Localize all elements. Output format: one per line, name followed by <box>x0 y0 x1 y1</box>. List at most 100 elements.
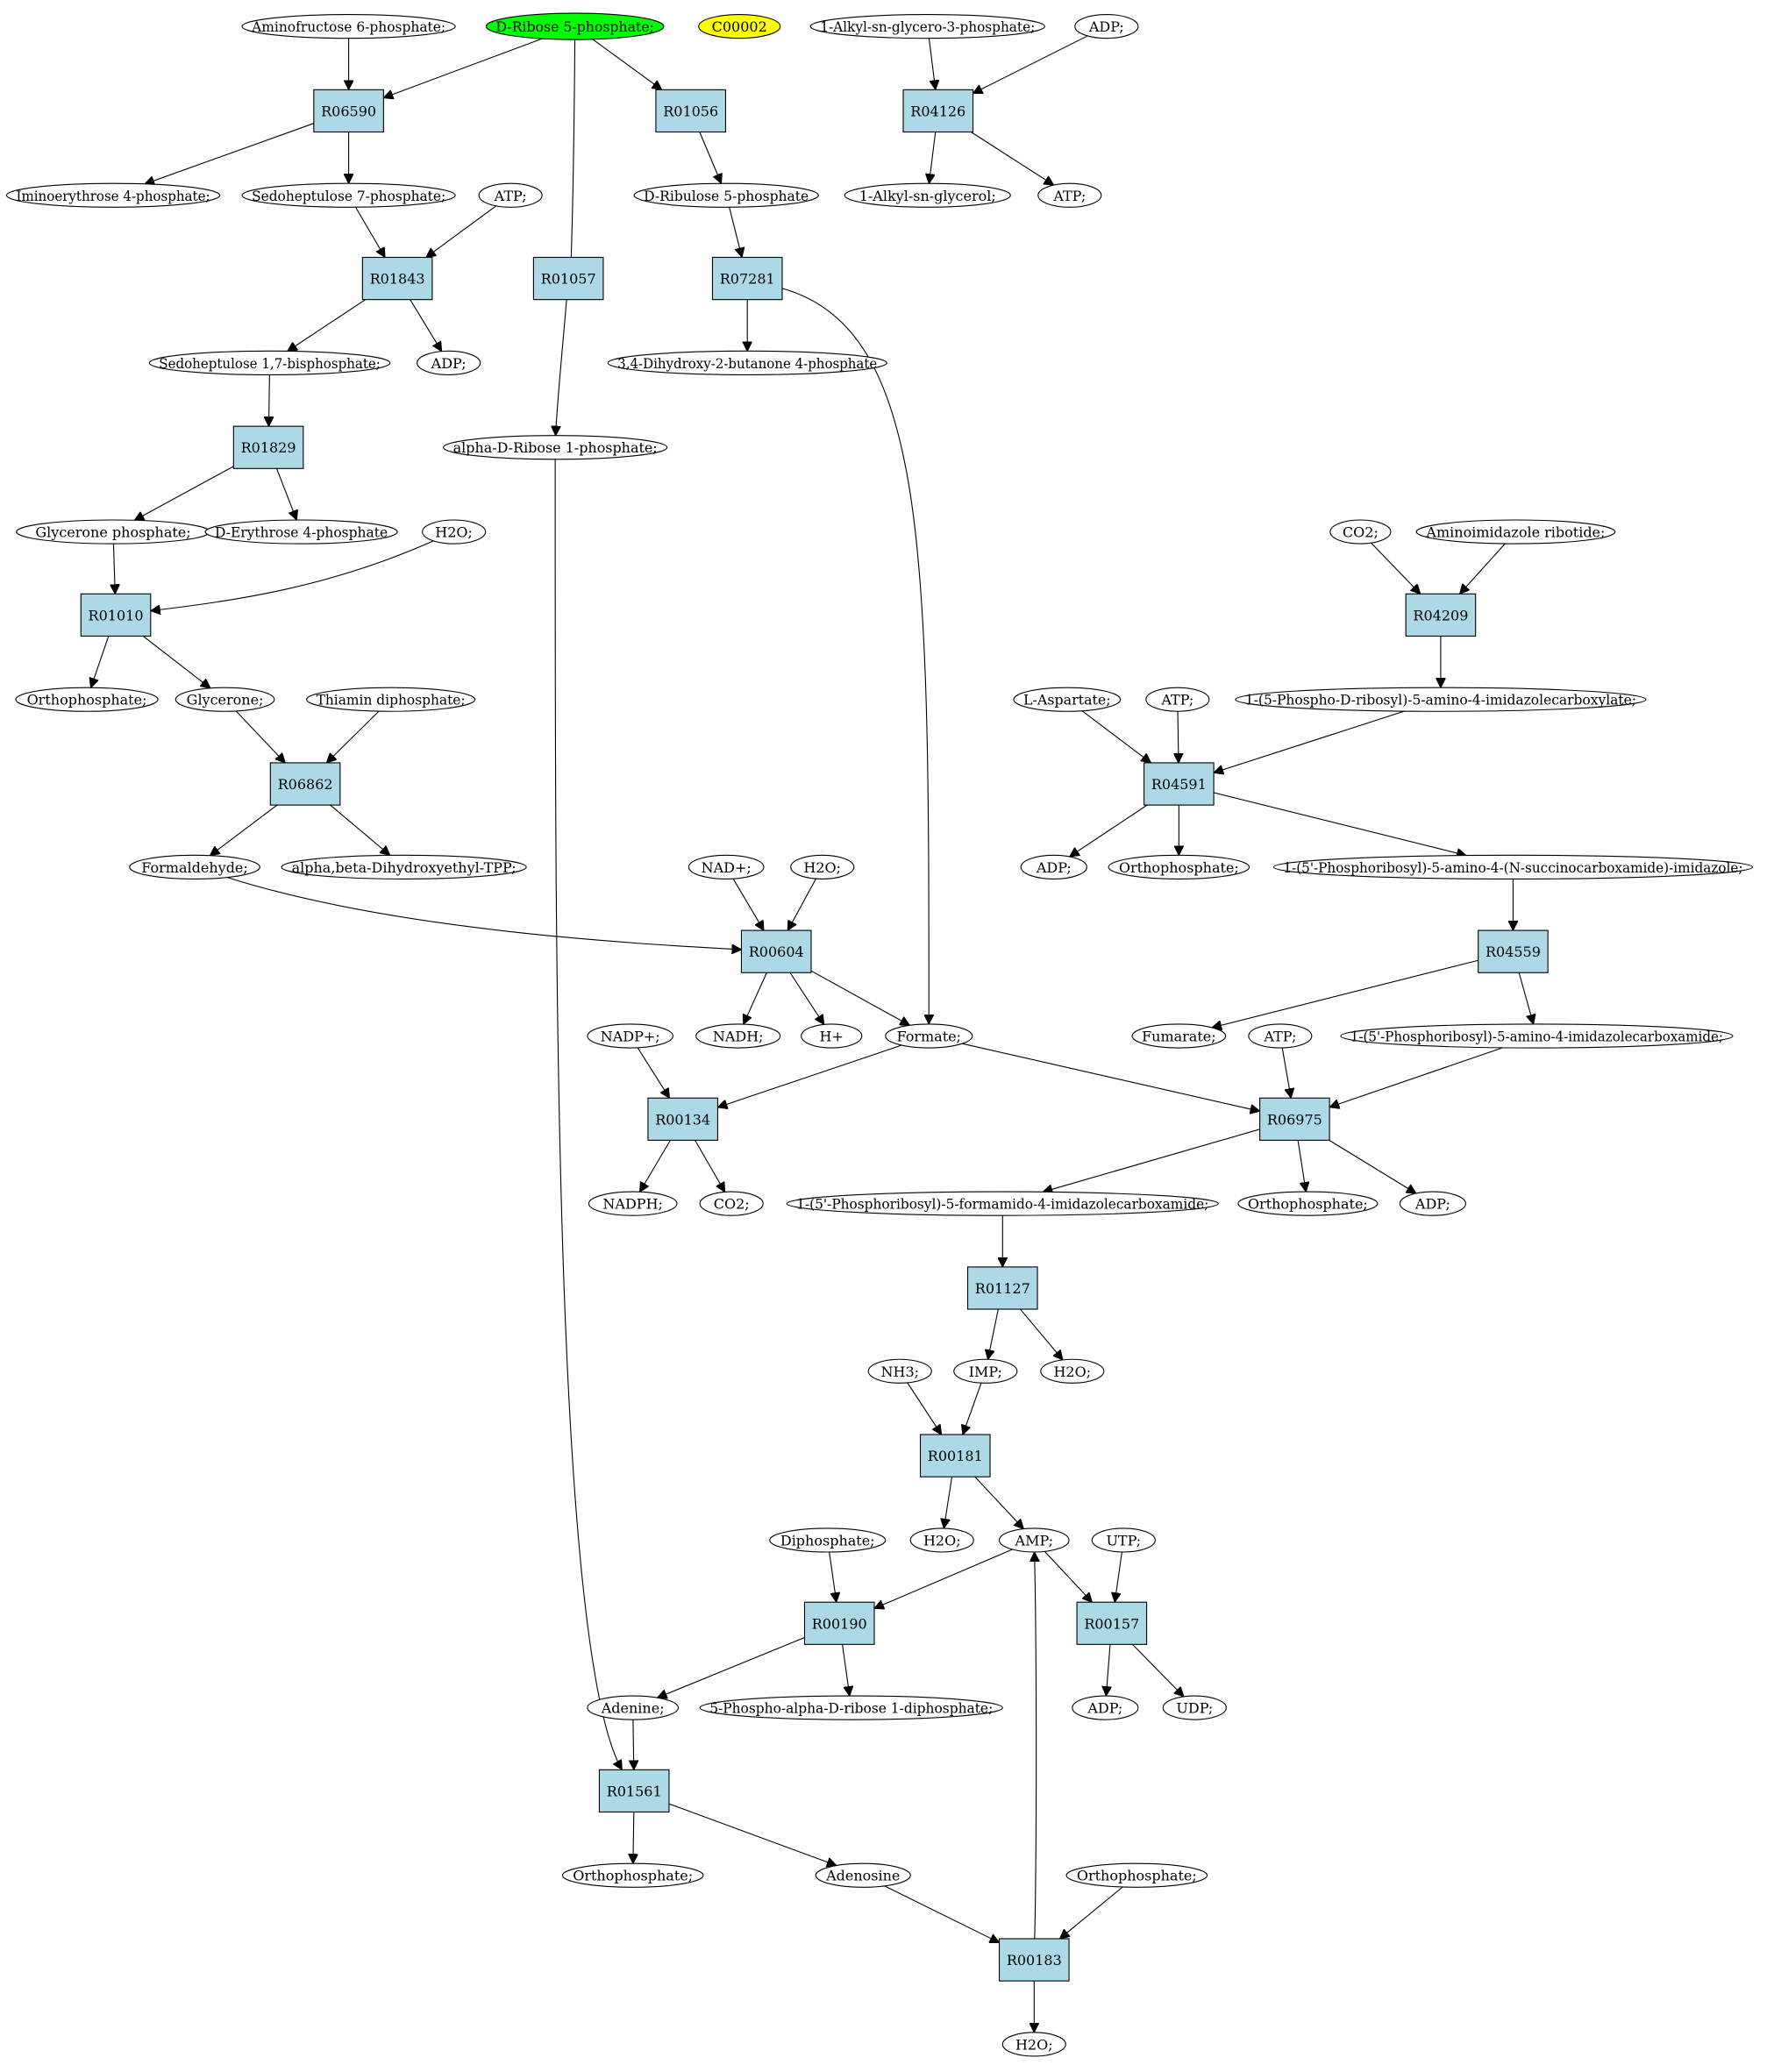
edge-R00157-to-adp_4 <box>1106 1644 1110 1696</box>
compound-node-h2o-3[interactable]: H2O; <box>1040 1358 1105 1384</box>
edge-ortho_5-to-R00183 <box>1060 1886 1123 1939</box>
compound-node-atp-3[interactable]: ATP; <box>1145 687 1210 712</box>
node-label: R04209 <box>1413 607 1468 623</box>
compound-node-h2o-1[interactable]: H2O; <box>422 519 487 545</box>
reaction-node-r04591[interactable]: R04591 <box>1144 762 1215 806</box>
compound-node-alkylg3p[interactable]: 1-Alkyl-sn-glycero-3-phosphate; <box>809 14 1045 39</box>
compound-node-nh3[interactable]: NH3; <box>867 1358 932 1384</box>
compound-node-glycerone[interactable]: Glycerone; <box>175 687 275 712</box>
edge-R04559-to-aicar <box>1518 972 1533 1024</box>
compound-node-utp[interactable]: UTP; <box>1091 1527 1156 1553</box>
compound-node-dr5p[interactable]: D-Ribose 5-phosphate; <box>485 12 665 40</box>
reaction-node-r00181[interactable]: R00181 <box>919 1434 991 1477</box>
compound-node-imino[interactable]: Iminoerythrose 4-phosphate; <box>5 182 221 208</box>
reaction-node-r06590[interactable]: R06590 <box>313 89 384 133</box>
node-label: NH3; <box>880 1364 919 1380</box>
compound-node-prpp[interactable]: 5-Phospho-alpha-D-ribose 1-diphosphate; <box>699 1695 1003 1720</box>
compound-node-amf6p[interactable]: Aminofructose 6-phosphate; <box>241 14 456 39</box>
compound-node-thdp[interactable]: Thiamin diphosphate; <box>306 687 476 712</box>
reaction-node-r00190[interactable]: R00190 <box>803 1601 875 1645</box>
compound-node-atp-4[interactable]: ATP; <box>1248 1023 1313 1049</box>
compound-node-aicar[interactable]: 1-(5'-Phosphoribosyl)-5-amino-4-imidazol… <box>1340 1023 1734 1049</box>
compound-node-ortho-2[interactable]: Orthophosphate; <box>1108 854 1250 879</box>
node-label: Formate; <box>897 1029 962 1045</box>
reaction-node-r01010[interactable]: R01010 <box>80 593 152 637</box>
compound-node-atp-2[interactable]: ATP; <box>1037 182 1102 208</box>
compound-node-c00002[interactable]: C00002 <box>698 14 781 39</box>
reaction-node-r00604[interactable]: R00604 <box>740 929 812 973</box>
compound-node-dribu5p[interactable]: D-Ribulose 5-phosphate <box>633 182 819 208</box>
compound-node-adp-4[interactable]: ADP; <box>1072 1695 1139 1720</box>
compound-node-nadh[interactable]: NADH; <box>695 1023 781 1049</box>
reaction-node-r01127[interactable]: R01127 <box>966 1266 1038 1310</box>
compound-node-atp-1[interactable]: ATP; <box>478 182 543 208</box>
compound-node-ortho-4[interactable]: Orthophosphate; <box>561 1862 704 1888</box>
edge-R00190-to-prpp <box>842 1644 850 1696</box>
compound-node-adp-1[interactable]: ADP; <box>417 350 481 375</box>
reaction-node-r04126[interactable]: R04126 <box>902 89 974 133</box>
compound-node-dhb4p[interactable]: 3,4-Dihydroxy-2-butanone 4-phosphate <box>607 350 887 375</box>
reaction-node-r06975[interactable]: R06975 <box>1259 1097 1330 1141</box>
compound-node-der4p[interactable]: D-Erythrose 4-phosphate <box>204 519 398 545</box>
node-label: R04559 <box>1486 943 1541 960</box>
compound-node-adp-top[interactable]: ADP; <box>1074 14 1139 39</box>
compound-node-formate[interactable]: Formate; <box>885 1023 973 1049</box>
compound-node-saicar[interactable]: 1-(5'-Phosphoribosyl)-5-amino-4-(N-succi… <box>1272 854 1754 879</box>
compound-node-ortho-5[interactable]: Orthophosphate; <box>1065 1862 1208 1888</box>
compound-node-sed7p[interactable]: Sedoheptulose 7-phosphate; <box>241 182 456 208</box>
node-label: ATP; <box>1263 1029 1296 1045</box>
compound-node-nadp-plus-r[interactable]: NAD+; <box>688 854 765 879</box>
node-label: 1-(5'-Phosphoribosyl)-5-formamido-4-imid… <box>796 1196 1208 1213</box>
reaction-node-r00157[interactable]: R00157 <box>1076 1601 1148 1645</box>
compound-ellipse <box>422 519 487 545</box>
compound-node-sed17bp[interactable]: Sedoheptulose 1,7-bisphosphate; <box>148 350 391 375</box>
compound-node-adenosine[interactable]: Adenosine <box>815 1862 911 1888</box>
compound-node-ortho-1[interactable]: Orthophosphate; <box>15 687 159 712</box>
compound-node-alkylg[interactable]: 1-Alkyl-sn-glycerol; <box>844 182 1011 208</box>
compound-node-diphos[interactable]: Diphosphate; <box>769 1527 887 1553</box>
edge-air-to-R04209 <box>1460 543 1506 594</box>
reaction-node-r01843[interactable]: R01843 <box>361 256 433 301</box>
compound-node-nadph[interactable]: NADPH; <box>588 1191 678 1216</box>
compound-node-cair[interactable]: 1-(5-Phospho-D-ribosyl)-5-amino-4-imidaz… <box>1235 687 1647 712</box>
compound-node-laspartate[interactable]: L-Aspartate; <box>1013 687 1122 712</box>
compound-node-nadp-plus[interactable]: NADP+; <box>587 1023 673 1049</box>
reaction-node-r07281[interactable]: R07281 <box>711 256 783 301</box>
reaction-node-r06862[interactable]: R06862 <box>269 762 341 806</box>
compound-node-hplus[interactable]: H+ <box>801 1023 863 1049</box>
node-label: Orthophosphate; <box>1119 859 1239 876</box>
compound-node-adr1p[interactable]: alpha-D-Ribose 1-phosphate; <box>443 435 668 460</box>
compound-node-faicar[interactable]: 1-(5'-Phosphoribosyl)-5-formamido-4-imid… <box>786 1191 1219 1216</box>
compound-node-udp[interactable]: UDP; <box>1162 1695 1227 1720</box>
compound-node-adenine[interactable]: Adenine; <box>587 1695 679 1720</box>
compound-ellipse <box>688 854 765 879</box>
reaction-node-r04209[interactable]: R04209 <box>1405 593 1477 637</box>
compound-node-adp-3[interactable]: ADP; <box>1399 1191 1466 1216</box>
compound-node-amp[interactable]: AMP; <box>998 1527 1070 1553</box>
compound-node-co2-2[interactable]: CO2; <box>699 1191 764 1216</box>
compound-node-abdtpp[interactable]: alpha,beta-Dihydroxyethyl-TPP; <box>281 854 527 879</box>
compound-node-glyp[interactable]: Glycerone phosphate; <box>16 519 210 545</box>
reaction-node-r00183[interactable]: R00183 <box>998 1938 1070 1982</box>
compound-node-ortho-3[interactable]: Orthophosphate; <box>1237 1191 1379 1216</box>
compound-ellipse <box>633 182 819 208</box>
edge-dr5p-to-R06590 <box>383 38 543 98</box>
compound-node-adp-2[interactable]: ADP; <box>1020 854 1087 879</box>
node-label: R01056 <box>663 103 718 119</box>
reaction-node-r00134[interactable]: R00134 <box>647 1097 719 1141</box>
compound-node-air[interactable]: Aminoimidazole ribotide; <box>1415 519 1616 545</box>
reaction-node-r01056[interactable]: R01056 <box>655 89 727 133</box>
reaction-node-r04559[interactable]: R04559 <box>1478 929 1549 973</box>
compound-node-fumarate[interactable]: Fumarate; <box>1131 1023 1227 1049</box>
node-label: Aminofructose 6-phosphate; <box>251 18 445 35</box>
reaction-node-r01829[interactable]: R01829 <box>232 425 304 469</box>
compound-node-h2o-4[interactable]: H2O; <box>909 1527 974 1553</box>
node-label: CO2; <box>1343 524 1379 541</box>
compound-node-imp[interactable]: IMP; <box>953 1358 1018 1384</box>
reaction-node-r01057[interactable]: R01057 <box>532 256 604 301</box>
compound-node-h2o-2[interactable]: H2O; <box>790 854 855 879</box>
compound-node-formald[interactable]: Formaldehyde; <box>129 854 260 879</box>
compound-node-co2-1[interactable]: CO2; <box>1329 519 1392 545</box>
compound-node-h2o-5[interactable]: H2O; <box>1001 2032 1066 2057</box>
reaction-node-r01561[interactable]: R01561 <box>598 1769 670 1813</box>
